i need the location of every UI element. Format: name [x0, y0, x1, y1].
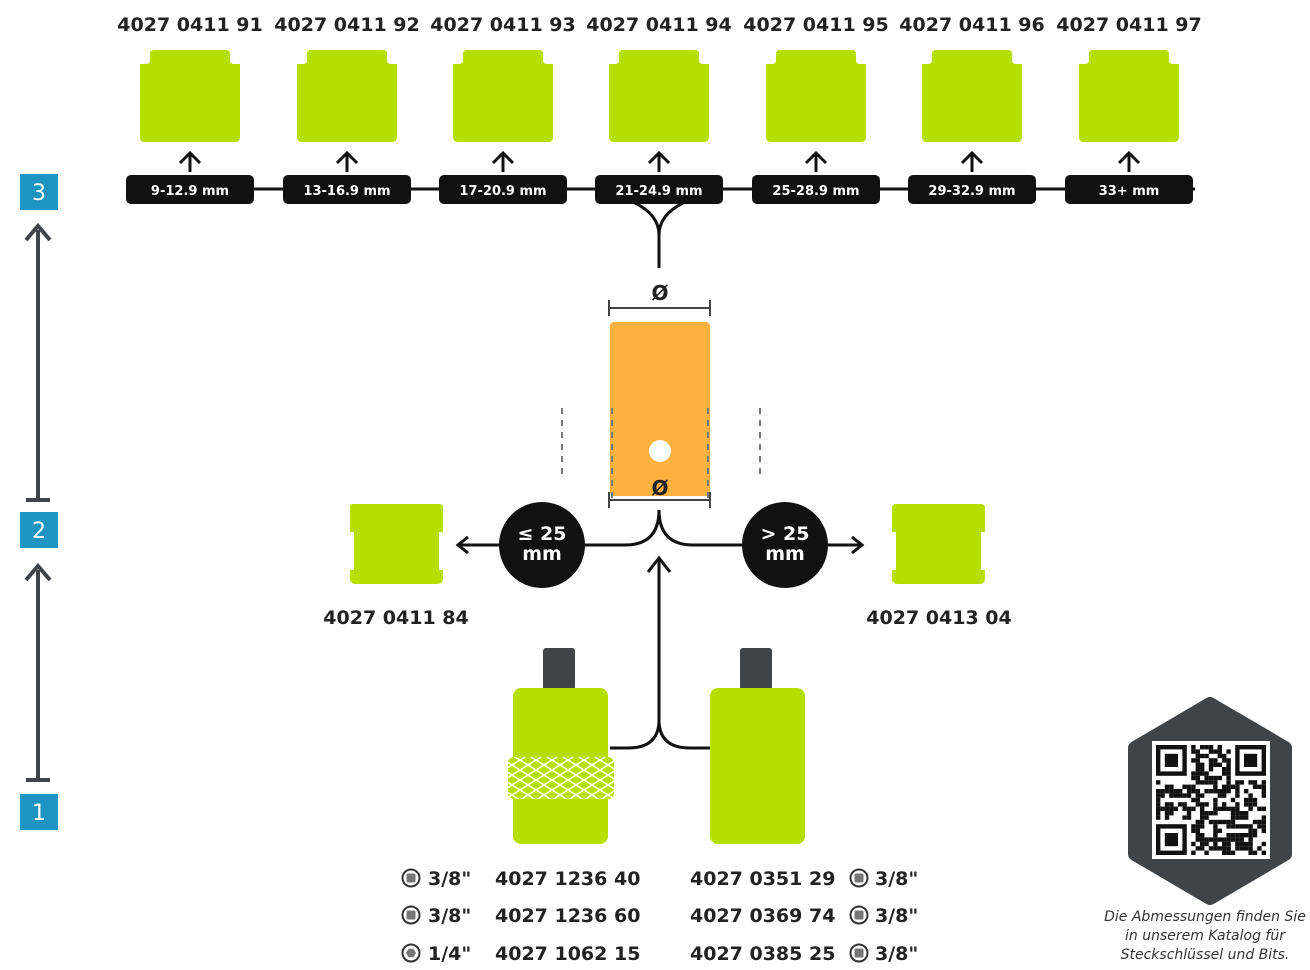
drive-size: 3/8" [875, 868, 918, 890]
up-arrow-icon [491, 150, 515, 172]
square-drive-icon [401, 905, 421, 925]
qr-code-icon [1156, 745, 1266, 855]
hex-drive-icon [401, 943, 421, 963]
branch-right-badge: > 25 mm [742, 502, 828, 588]
socket-code-7: 4027 0411 97 [1056, 14, 1201, 36]
range-pill-row: 9-12.9 mm 13-16.9 mm 17-20.9 mm 21-24.9 mm 2… [126, 175, 1193, 204]
handle-code: 4027 0369 74 [690, 905, 835, 927]
step-indicator: 3 2 1 [20, 174, 58, 830]
diameter-measure-bottom: Ø [608, 476, 711, 508]
handle-right [710, 648, 805, 844]
step-3-badge [20, 174, 58, 210]
socket-2 [297, 50, 397, 142]
socket-3 [453, 50, 553, 142]
handle-code: 4027 1062 15 [495, 943, 640, 965]
range-label-4: 21-24.9 mm [615, 184, 702, 199]
step-2-badge [20, 512, 58, 548]
socket-code-3: 4027 0411 93 [430, 14, 575, 36]
range-label-5: 25-28.9 mm [772, 184, 859, 199]
branch-left-badge: ≤ 25 mm [499, 502, 585, 588]
step-2-label: 2 [32, 519, 46, 544]
socket-7 [1079, 50, 1179, 142]
handle-right-drive-square [740, 648, 772, 690]
adapter-left-code: 4027 0411 84 [323, 607, 468, 629]
branch-left-label-1: ≤ 25 [518, 523, 567, 545]
up-arrow-icon [335, 150, 359, 172]
square-drive-icon [849, 905, 869, 925]
spec-list-left: 3/8" 4027 1236 40 3/8" 4027 1236 60 1/4" 4027… [401, 868, 640, 965]
square-drive-icon [401, 868, 421, 888]
range-pill-1 [126, 175, 254, 204]
handle-code: 4027 0351 29 [690, 868, 835, 890]
orange-workpiece [610, 322, 710, 496]
socket-6 [922, 50, 1022, 142]
drive-size: 3/8" [428, 905, 471, 927]
top-socket-row: 4027 0411 91 4027 0411 92 4027 0411 93 4027… [117, 14, 1202, 172]
branch-left-label-2: mm [522, 543, 562, 565]
square-drive-icon [849, 943, 869, 963]
handle-code: 4027 1236 60 [495, 905, 640, 927]
drive-size: 3/8" [875, 943, 918, 965]
drive-size: 1/4" [428, 943, 471, 965]
socket-1 [140, 50, 240, 142]
adapter-socket-left [350, 504, 443, 584]
dashed-guides [561, 408, 761, 500]
range-pill-5 [752, 175, 880, 204]
branch-right-label-1: > 25 [761, 523, 810, 545]
range-label-3: 17-20.9 mm [459, 184, 546, 199]
square-drive-icon [849, 868, 869, 888]
socket-5 [766, 50, 866, 142]
handle-left [508, 648, 614, 844]
range-pill-4 [595, 175, 723, 204]
handle-code: 4027 1236 40 [495, 868, 640, 890]
socket-code-1: 4027 0411 91 [117, 14, 262, 36]
range-label-7: 33+ mm [1099, 184, 1160, 199]
workpiece-hole [649, 440, 671, 462]
qr-badge [1128, 697, 1292, 905]
socket-code-2: 4027 0411 92 [274, 14, 419, 36]
range-pill-6 [908, 175, 1036, 204]
handle-code: 4027 0385 25 [690, 943, 835, 965]
step-1-label: 1 [32, 801, 46, 826]
up-arrow-icon [1117, 150, 1141, 172]
socket-code-6: 4027 0411 96 [899, 14, 1044, 36]
qr-caption: Die Abmessungen finden Sie in unserem Ka… [1104, 909, 1306, 963]
handle-left-knurl-grip [508, 757, 614, 799]
socket-code-5: 4027 0411 95 [743, 14, 888, 36]
adapter-socket-right [892, 504, 985, 584]
diameter-measure-top: Ø [608, 281, 711, 316]
center-fork [634, 201, 684, 268]
up-arrow-icon [178, 150, 202, 172]
socket-4 [609, 50, 709, 142]
spec-list-right: 4027 0351 29 3/8" 4027 0369 74 3/8" 4027 038… [690, 868, 918, 965]
diameter-symbol-bottom: Ø [651, 476, 668, 500]
up-arrow-icon [804, 150, 828, 172]
step-1-badge [20, 794, 58, 830]
range-pill-3 [439, 175, 567, 204]
range-pill-7 [1065, 175, 1193, 204]
up-arrow-icon [960, 150, 984, 172]
drive-size: 3/8" [875, 905, 918, 927]
range-label-1: 9-12.9 mm [151, 184, 229, 199]
socket-code-4: 4027 0411 94 [586, 14, 731, 36]
branch-connectors [455, 509, 865, 750]
range-label-6: 29-32.9 mm [928, 184, 1015, 199]
adapter-right-code: 4027 0413 04 [866, 607, 1011, 629]
drive-size: 3/8" [428, 868, 471, 890]
up-arrow-icon [647, 150, 671, 172]
step-3-label: 3 [32, 181, 46, 206]
diameter-symbol-top: Ø [651, 281, 668, 305]
range-label-2: 13-16.9 mm [303, 184, 390, 199]
range-pill-2 [283, 175, 411, 204]
branch-right-label-2: mm [765, 543, 805, 565]
handle-left-drive-square [543, 648, 575, 690]
